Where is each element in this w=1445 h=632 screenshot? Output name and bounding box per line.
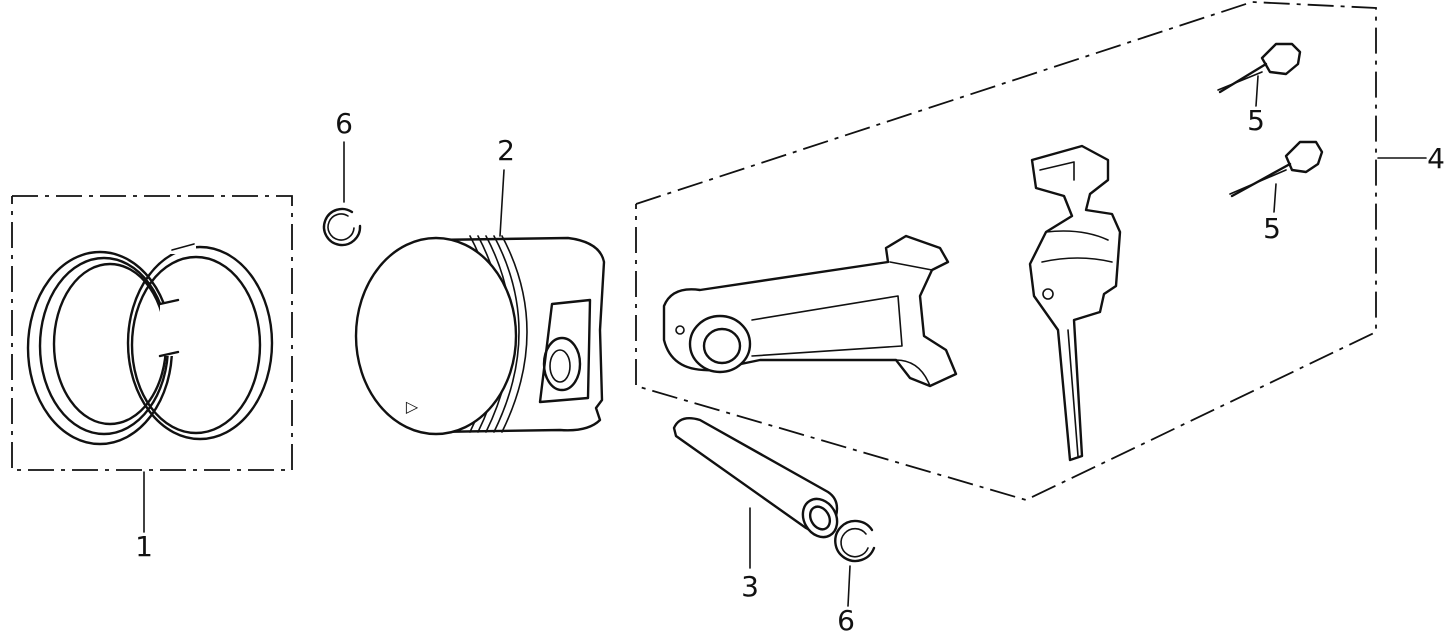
piston-pin-clip-lower: 6: [834, 519, 876, 632]
callout-6-upper: 6: [335, 107, 353, 140]
callout-line-5-lower: [1273, 183, 1277, 213]
connecting-rod: [662, 234, 958, 388]
rod-bolt-lower: 5: [1229, 140, 1324, 245]
callout-line-6-lower: [847, 565, 851, 607]
piston-crown: [354, 236, 518, 436]
connecting-rod-assembly: 4 5: [635, 1, 1445, 501]
connecting-rod-cap: [1028, 144, 1122, 462]
piston-pin-clip-upper: 6: [322, 107, 362, 247]
piston-pin: 3: [672, 417, 839, 603]
rod-bolt-upper: 5: [1217, 42, 1302, 137]
rod-assembly-frame: [635, 1, 1377, 501]
callout-5-lower: 5: [1263, 212, 1281, 245]
piston-ring-set: 1: [11, 195, 293, 563]
callout-5-upper: 5: [1247, 104, 1265, 137]
piston: ▷ 2: [354, 134, 606, 436]
callout-line-5-upper: [1255, 75, 1259, 107]
ring-set-frame: [11, 195, 293, 471]
callout-1: 1: [135, 530, 153, 563]
callout-4: 4: [1427, 142, 1445, 175]
callout-6-lower: 6: [837, 604, 855, 632]
callout-line-2: [499, 169, 505, 237]
piston-direction-mark: ▷: [406, 397, 419, 416]
callout-2: 2: [497, 134, 515, 167]
callout-3: 3: [741, 570, 759, 603]
